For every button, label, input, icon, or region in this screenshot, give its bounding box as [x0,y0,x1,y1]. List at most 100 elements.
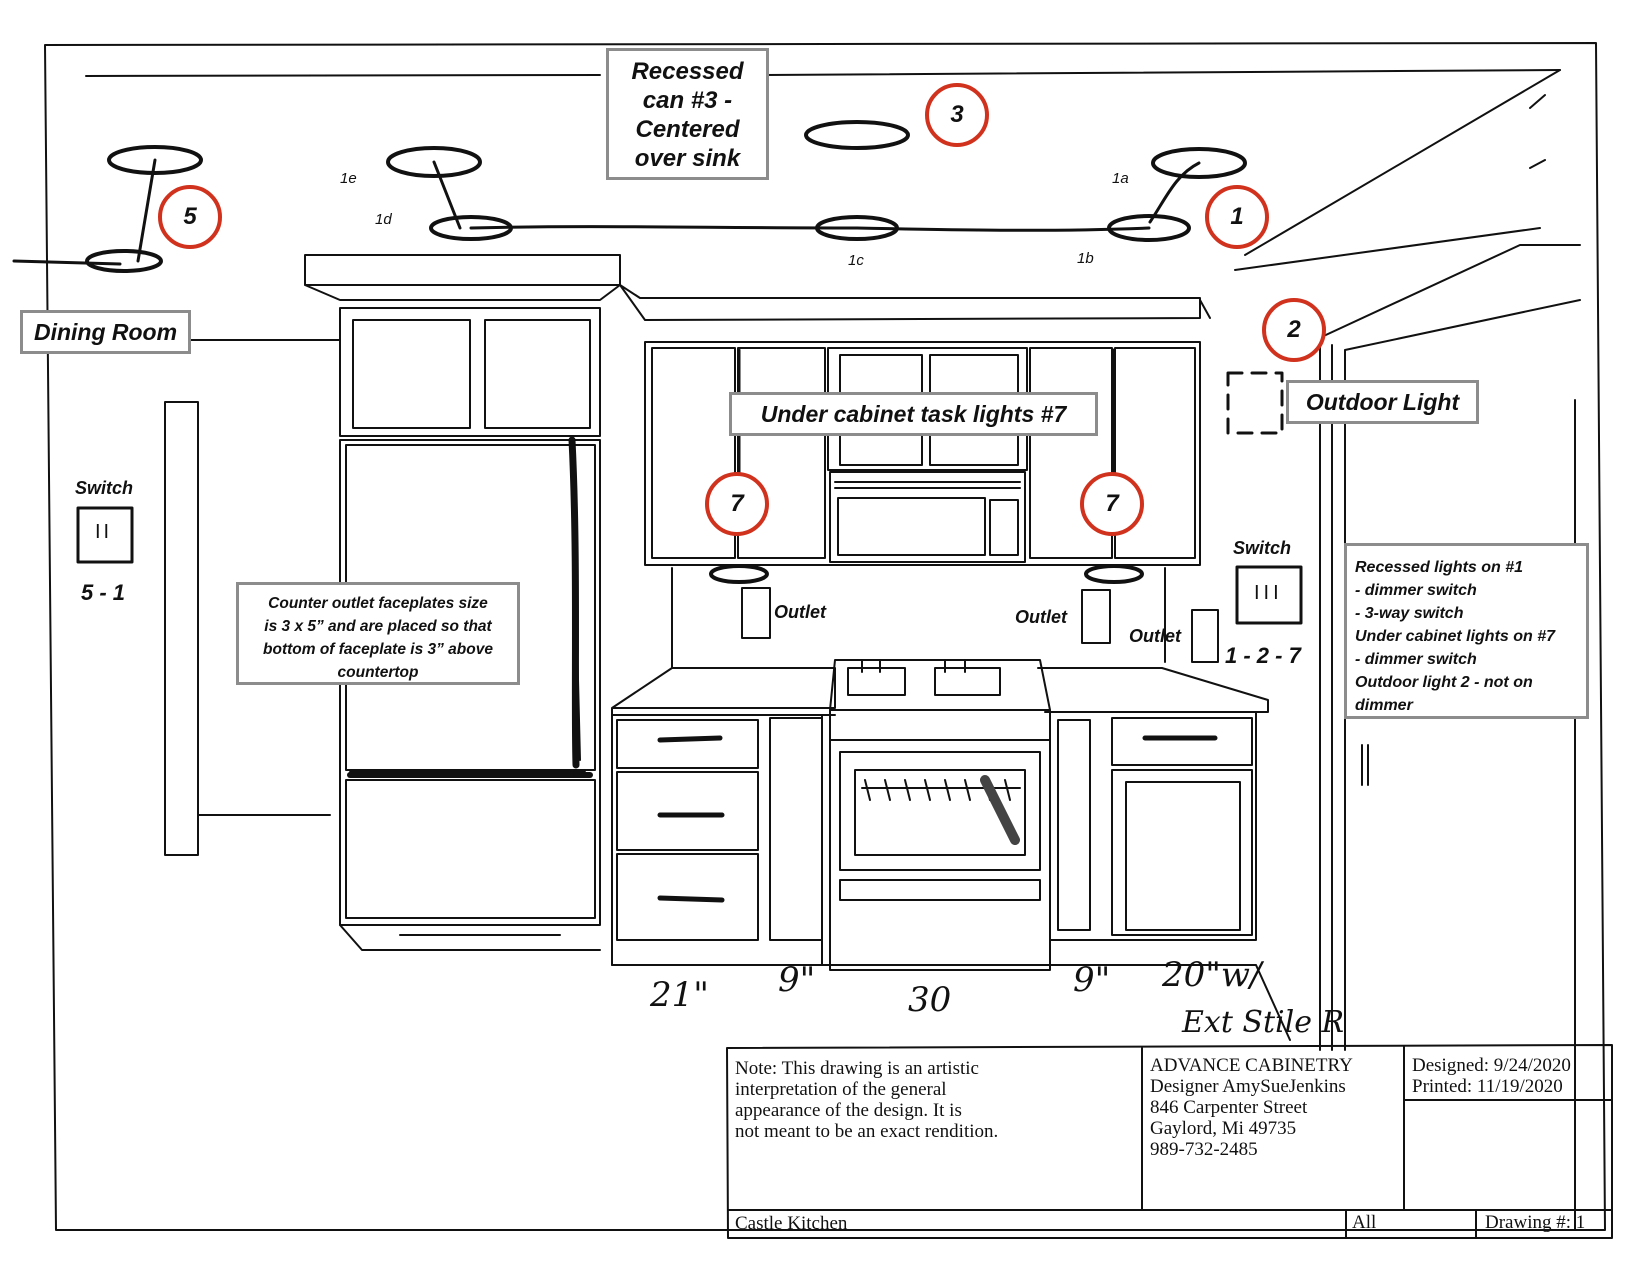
light-3 [804,120,910,150]
tb-company-3: 846 Carpenter Street [1150,1097,1308,1118]
dim-9-right: 9" [1073,960,1111,1000]
oven-mitt [980,775,1020,845]
switch-right-label: Switch [1233,538,1292,558]
light-5-top [107,145,203,175]
callout-7-right: 7 [1080,472,1144,536]
dining-room-label: Dining Room [33,319,178,345]
outlet-shapes [741,587,1219,663]
lighting-note-line1: Recessed lights on #1 [1355,559,1524,576]
range-burners [847,659,1001,696]
switch-plate-left [76,506,134,564]
dim-21: 21" [650,975,709,1015]
outlet-right-label: Outlet [1129,626,1181,646]
dim-30: 30 [908,980,952,1020]
fridge-kick [339,924,601,951]
counter-note-line4: countertop [337,664,419,681]
light-id-1e: 1e [340,170,357,187]
fridge-handle [568,436,580,769]
wiring-5 [12,158,157,266]
countertop-right [1037,667,1269,713]
lighting-note-line3: - 3-way switch [1355,605,1464,622]
title-block [726,1044,1613,1239]
outlet-left-label: Outlet [774,602,826,622]
crown-right [619,284,1211,321]
outdoor-light-box: Outdoor Light [1286,380,1479,424]
light-1a [1151,147,1247,179]
ceiling-line [85,69,1561,77]
tb-note-1: Note: This drawing is an artistic [735,1058,979,1079]
under-cabinet-label: Under cabinet task lights #7 [760,401,1067,427]
tb-printed: Printed: 11/19/2020 [1412,1076,1563,1097]
switch-left-code: 5 - 1 [81,580,126,605]
sheet-frame [44,42,1606,1231]
counter-note-box: Counter outlet faceplates size is 3 x 5”… [236,582,520,685]
lighting-note-line7: dimmer [1355,697,1413,714]
dim-9-left: 9" [778,960,816,1000]
tb-designed: Designed: 9/24/2020 [1412,1055,1571,1076]
right-wall-lines [1234,69,1576,1231]
outdoor-light-fixture [1226,371,1284,435]
switch-left-glyph: II [95,521,113,543]
dim-ext-stile: Ext Stile R [1182,1005,1345,1040]
tb-project: Castle Kitchen [735,1213,848,1234]
wiring-1 [432,160,1201,232]
counter-note-line2: is 3 x 5” and are placed so that [264,618,492,635]
callout-1: 1 [1205,185,1269,249]
recessed-can-note-box: Recessed can #3 - Centered over sink [606,48,769,180]
dining-doorway [164,339,341,856]
counter-note-line1: Counter outlet faceplates size [268,595,488,612]
lighting-note-line4: Under cabinet lights on #7 [1355,628,1556,645]
callout-3: 3 [925,83,989,147]
tb-note-3: appearance of the design. It is [735,1100,962,1121]
switch-right-glyph: III [1254,582,1283,604]
light-id-1c: 1c [848,252,864,269]
recessed-note-line3: Centered [635,116,740,143]
lighting-note-line6: Outdoor light 2 - not on [1355,674,1533,691]
recessed-note-line1: Recessed [631,58,744,85]
counter-note-line3: bottom of faceplate is 3” above [263,641,493,658]
tb-company-1: ADVANCE CABINETRY [1150,1055,1353,1076]
light-id-1b: 1b [1077,250,1094,267]
tb-company-5: 989-732-2485 [1150,1139,1258,1160]
outlet-mid-label: Outlet [1015,607,1067,627]
base-cabinets-left [611,714,823,966]
callout-2: 2 [1262,298,1326,362]
upper-left-cabinet [339,307,601,437]
upper-right-cabinets [644,341,1201,566]
under-light-left [709,564,769,584]
drawer-pulls [657,735,1218,903]
lighting-note-box: Recessed lights on #1 - dimmer switch - … [1344,543,1589,719]
tb-note-2: interpretation of the general [735,1079,947,1100]
under-light-right [1084,564,1144,584]
tb-drawing: Drawing #: 1 [1485,1212,1586,1233]
fridge [339,437,601,926]
outdoor-light-label: Outdoor Light [1305,389,1460,415]
tb-note-4: not meant to be an exact rendition. [735,1121,999,1142]
base-cabinets-right [1049,711,1257,941]
switch-right-code: 1 - 2 - 7 [1225,643,1301,668]
lighting-note-line5: - dimmer switch [1355,651,1477,668]
recessed-note-line4: over sink [634,145,741,172]
under-cabinet-box: Under cabinet task lights #7 [729,392,1098,436]
crown-left [304,254,621,301]
countertop-left [611,667,836,716]
light-id-1d: 1d [375,211,392,228]
tb-scope: All [1352,1212,1377,1233]
dining-room-box: Dining Room [20,310,191,354]
callout-7-left: 7 [705,472,769,536]
callout-5: 5 [158,185,222,249]
light-1e [386,146,482,178]
microwave [829,471,1026,563]
recessed-note-line2: can #3 - [642,87,733,114]
switch-plate-right [1235,565,1303,625]
light-5-bottom [85,249,163,273]
tb-company-2: Designer AmySueJenkins [1150,1076,1346,1097]
lighting-note-line2: - dimmer switch [1355,582,1477,599]
dim-20: 20"w/ [1162,955,1262,995]
backsplash [671,567,1166,669]
tb-company-4: Gaylord, Mi 49735 [1150,1118,1297,1139]
floor-lines [611,964,1291,1041]
light-id-1a: 1a [1112,170,1129,187]
range [829,659,1051,971]
